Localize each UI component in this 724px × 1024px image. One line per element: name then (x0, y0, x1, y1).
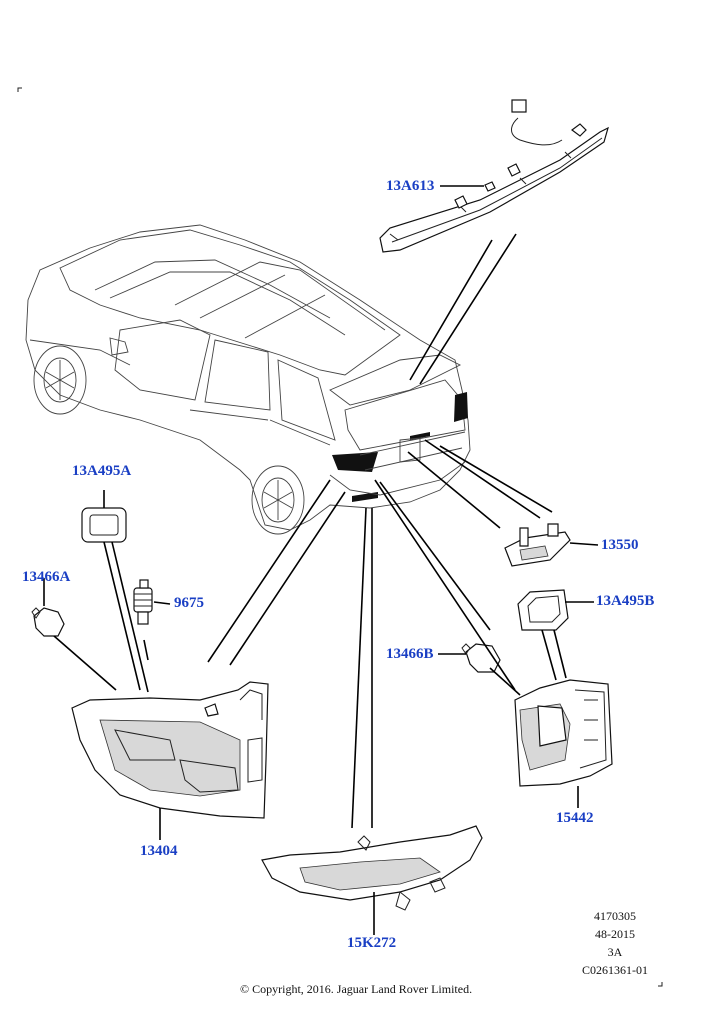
reference-line-1: 4170305 (594, 909, 636, 923)
label-13A613[interactable]: 13A613 (386, 178, 435, 194)
vehicle-illustration (25, 224, 471, 535)
label-13466B[interactable]: 13466B (386, 646, 434, 662)
label-13404[interactable]: 13404 (140, 843, 178, 859)
label-9675[interactable]: 9675 (174, 595, 204, 611)
label-13A495B[interactable]: 13A495B (596, 593, 655, 609)
part-tail-lamp-body (71, 681, 269, 819)
part-high-mount-stop-lamp (379, 99, 609, 253)
label-13550[interactable]: 13550 (601, 537, 639, 553)
part-bulb-holder (133, 579, 153, 625)
part-bumper-reflector-lamp (261, 825, 483, 911)
part-gasket-a (81, 507, 127, 543)
label-15442[interactable]: 15442 (556, 810, 594, 826)
reference-line-4: C0261361-01 (582, 963, 648, 977)
reference-line-2: 48-2015 (595, 927, 635, 941)
part-bulb-b (461, 643, 501, 673)
label-13A495A[interactable]: 13A495A (72, 463, 132, 479)
part-number-plate-lamp (504, 523, 571, 567)
leader-lines (43, 185, 599, 935)
corner-marks (17, 87, 663, 987)
label-13466A[interactable]: 13466A (22, 569, 71, 585)
reference-line-3: 3A (607, 945, 623, 959)
part-gasket-b (517, 589, 569, 631)
label-15K272[interactable]: 15K272 (347, 935, 397, 951)
reference-block: 4170305 48-2015 3A C0261361-01 (560, 910, 670, 982)
copyright-notice: © Copyright, 2016. Jaguar Land Rover Lim… (240, 982, 473, 996)
part-tail-lamp-tailgate (514, 679, 613, 787)
part-bulb-a (31, 607, 65, 637)
